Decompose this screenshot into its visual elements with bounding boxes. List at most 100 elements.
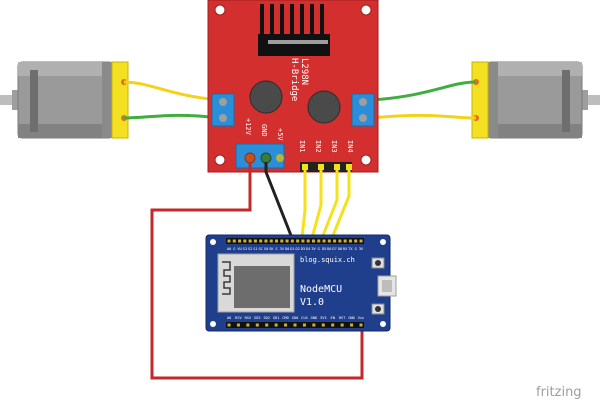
mcu-pin: [259, 239, 263, 243]
wire-ground: [264, 162, 294, 239]
mcu-pin-label: 3V: [311, 247, 316, 251]
mcu-pin: [274, 323, 278, 327]
terminal-motor-b: [351, 93, 375, 127]
mcu-pin: [269, 239, 273, 243]
mcu-pin-label: Vin: [358, 316, 365, 320]
wire-left-motor-yellow: [123, 80, 221, 102]
terminal-power: [235, 143, 285, 169]
mcu-pin: [280, 239, 284, 243]
mcu-pin-label: VU: [237, 247, 241, 251]
wire-right-motor-green: [371, 80, 477, 102]
mcu-pin-label: S3: [243, 247, 247, 251]
mcu-pin-label: 3V3: [320, 316, 327, 320]
left-motor-shaft: [0, 95, 16, 105]
wire-in1: [300, 168, 307, 239]
mcu-pin-label: RX: [343, 247, 348, 251]
mcu-pin: [232, 239, 236, 243]
pin-label-5v: +5V: [276, 128, 284, 141]
mcu-pin-label: S0: [264, 247, 268, 251]
mcu-pin-label: TX: [348, 247, 353, 251]
mcu-pin-label: GND: [348, 316, 355, 320]
mcu-pin: [253, 239, 257, 243]
mcu-pin: [255, 323, 259, 327]
mcu-pin-label: D7: [332, 247, 336, 251]
mcu-pin-label: EN: [331, 316, 335, 320]
mcu-pin: [333, 239, 337, 243]
mcu-pin: [338, 239, 342, 243]
mcu-pin-label: SD1: [273, 316, 280, 320]
mcu-pin-label: S2: [248, 247, 252, 251]
mcu-pin-label: RSV: [245, 316, 252, 320]
mcu-pin-label: D6: [327, 247, 331, 251]
mcu-pin-label: CLK: [301, 316, 308, 320]
driver-module-label: H-Bridge: [289, 58, 299, 101]
wire-left-motor-green: [123, 113, 221, 120]
mcu-pin-label: G: [318, 247, 320, 251]
mcu-pin-label: D3: [301, 247, 305, 251]
mcu-version-label: V1.0: [300, 297, 324, 308]
mcu-pin: [227, 239, 231, 243]
mcu-pin-label: SD0: [292, 316, 299, 320]
mcu-pin: [265, 323, 269, 327]
wire-in2: [310, 168, 323, 239]
pin-label-in3: IN3: [330, 140, 338, 153]
mcu-pin: [284, 323, 288, 327]
mcu-pin-label: 3V: [359, 247, 364, 251]
mcu-pin-label: 3V: [280, 247, 285, 251]
left-motor: [0, 61, 129, 139]
wire-power: [150, 162, 364, 380]
mcu-pin-label: D4: [306, 247, 310, 251]
mcu-name-label: NodeMCU: [300, 284, 342, 295]
fritzing-watermark: fritzing: [536, 385, 582, 400]
mcu-pin-label: CMD: [282, 316, 289, 320]
capacitor-right: [307, 90, 341, 124]
mcu-pin: [290, 239, 294, 243]
pin-label-gnd: GND: [260, 124, 268, 137]
mcu-pin: [312, 323, 316, 327]
mcu-pin: [306, 239, 310, 243]
right-motor: [471, 61, 600, 139]
mcu-pin: [227, 323, 231, 327]
driver-chip-label: L298N: [299, 58, 309, 85]
mcu-pin-label: SC: [259, 247, 263, 251]
mcu-pin: [317, 239, 321, 243]
mcu-pin-label: D8: [338, 247, 342, 251]
mcu-pin: [246, 323, 250, 327]
mcu-pin-label: GND: [311, 316, 318, 320]
mcu-pin-label: G: [275, 247, 277, 251]
heatsink: [258, 4, 330, 56]
mcu-pin: [238, 239, 242, 243]
mcu-pin: [248, 239, 252, 243]
mcu-pin: [285, 239, 289, 243]
mcu-pin-label: G: [355, 247, 357, 251]
motor-wires: [123, 80, 477, 120]
mcu-pin-label: RSV: [235, 316, 242, 320]
mcu-pin: [264, 239, 268, 243]
mcu-pin: [340, 323, 344, 327]
mcu-pin: [350, 323, 354, 327]
mcu-pin: [343, 239, 347, 243]
terminal-motor-a: [211, 93, 235, 127]
right-motor-shaft: [584, 95, 600, 105]
mcu-pin-label: S1: [253, 247, 257, 251]
mcu-pin: [354, 239, 358, 243]
mcu-pin-label: SD3: [254, 316, 261, 320]
control-wires: [150, 162, 364, 380]
mcu-pin-label: RST: [339, 316, 346, 320]
mcu-pin-label: D0: [285, 247, 289, 251]
mcu-pin: [327, 239, 331, 243]
mcu-pin-label: D5: [322, 247, 326, 251]
mcu-pin: [243, 239, 247, 243]
mcu-pin: [236, 323, 240, 327]
antenna-trace: [222, 261, 231, 295]
mcu-pin-label: D1: [290, 247, 294, 251]
wire-in4: [330, 168, 351, 239]
mcu-pin: [311, 239, 315, 243]
pin-label-in4: IN4: [346, 140, 354, 153]
l298n-driver-board: L298N H-Bridge +12V GND +5V IN1 IN2 IN3 …: [207, 0, 379, 173]
mcu-pin: [359, 323, 363, 327]
